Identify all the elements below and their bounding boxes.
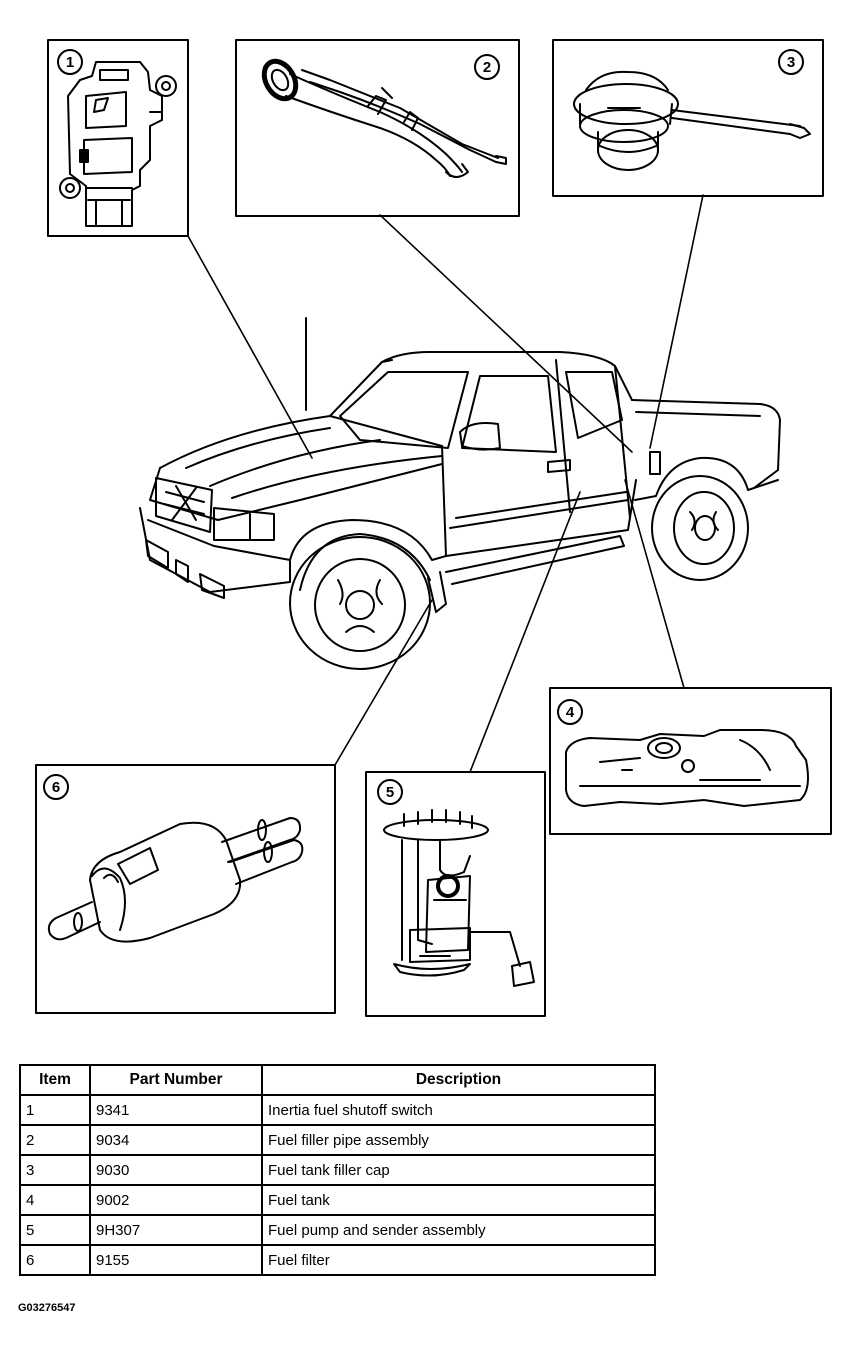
part-number-cell: 9002 — [89, 1184, 263, 1216]
item-cell: 6 — [19, 1244, 91, 1276]
callout-box-3 — [552, 39, 824, 197]
table-row: 5 9H307 Fuel pump and sender assembly — [19, 1214, 656, 1246]
table-row: 4 9002 Fuel tank — [19, 1184, 656, 1216]
fuel-tank-drawing — [565, 729, 809, 807]
part-number-cell: 9030 — [89, 1154, 263, 1186]
callout-label-1: 1 — [66, 54, 74, 71]
part-number-cell: 9H307 — [89, 1214, 263, 1246]
item-cell: 5 — [19, 1214, 91, 1246]
callout-box-2 — [235, 39, 520, 217]
description-cell: Fuel tank — [261, 1184, 656, 1216]
table-header-row: Item Part Number Description — [19, 1064, 656, 1096]
callout-box-1 — [47, 39, 189, 237]
part-number-cell: 9155 — [89, 1244, 263, 1276]
figure-id: G03276547 — [18, 1302, 76, 1314]
column-header-item: Item — [19, 1064, 91, 1096]
description-cell: Fuel filler pipe assembly — [261, 1124, 656, 1156]
table-row: 2 9034 Fuel filler pipe assembly — [19, 1124, 656, 1156]
diagram-illustration: 1 2 3 4 5 6 — [35, 39, 832, 1017]
filler-pipe-drawing — [261, 58, 507, 178]
table-row: 6 9155 Fuel filter — [19, 1244, 656, 1276]
description-cell: Fuel tank filler cap — [261, 1154, 656, 1186]
description-cell: Inertia fuel shutoff switch — [261, 1094, 656, 1126]
callout-box-5 — [365, 771, 546, 1017]
callout-markers — [43, 49, 804, 805]
part-number-cell: 9341 — [89, 1094, 263, 1126]
description-cell: Fuel pump and sender assembly — [261, 1214, 656, 1246]
column-header-description: Description — [261, 1064, 656, 1096]
item-cell: 1 — [19, 1094, 91, 1126]
column-header-part-number: Part Number — [89, 1064, 263, 1096]
description-cell: Fuel filter — [261, 1244, 656, 1276]
callout-label-3: 3 — [787, 54, 795, 71]
part-number-cell: 9034 — [89, 1124, 263, 1156]
callout-label-4: 4 — [566, 704, 575, 721]
pickup-truck-drawing — [139, 317, 781, 670]
callout-box-4 — [549, 687, 832, 835]
callout-box-6 — [35, 764, 336, 1014]
fuel-pump-drawing — [383, 809, 535, 987]
callout-label-6: 6 — [52, 779, 60, 796]
item-cell: 3 — [19, 1154, 91, 1186]
table-row: 3 9030 Fuel tank filler cap — [19, 1154, 656, 1186]
filler-cap-drawing — [573, 70, 811, 171]
inertia-switch-drawing — [59, 61, 177, 227]
table-row: 1 9341 Inertia fuel shutoff switch — [19, 1094, 656, 1126]
fuel-filter-drawing — [47, 817, 304, 943]
callout-label-2: 2 — [483, 59, 491, 76]
parts-table: Item Part Number Description 1 9341 Iner… — [19, 1064, 656, 1276]
item-cell: 2 — [19, 1124, 91, 1156]
callout-label-5: 5 — [386, 784, 394, 801]
item-cell: 4 — [19, 1184, 91, 1216]
